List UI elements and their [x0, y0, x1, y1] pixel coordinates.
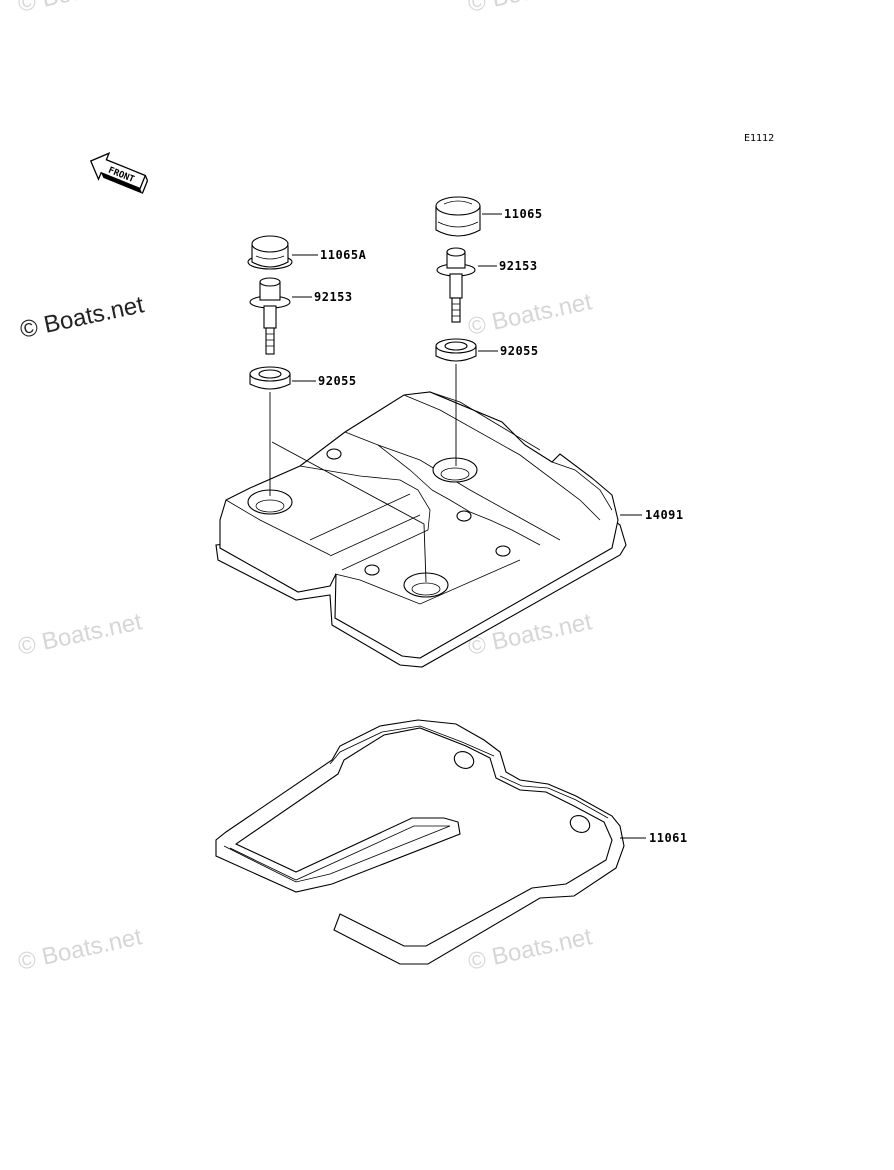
- diagram-code: E1112: [744, 133, 774, 144]
- watermark: © Boats.net: [16, 608, 145, 661]
- part-number-cap-right: 11065: [504, 207, 543, 221]
- part-number-washer-left: 92055: [318, 374, 357, 388]
- cylinder-head-cover-icon: [215, 391, 627, 668]
- cap-right-icon: [435, 196, 481, 237]
- watermark: © Boats.net: [466, 0, 595, 18]
- part-number-bolt-right: 92153: [499, 259, 538, 273]
- watermark: © Boats.net: [16, 0, 145, 18]
- washer-right-icon: [435, 338, 477, 362]
- cap-left-icon: [247, 235, 293, 270]
- part-number-bolt-left: 92153: [314, 290, 353, 304]
- front-arrow-icon: FRONT: [89, 152, 149, 194]
- watermark: © Boats.net: [466, 288, 595, 341]
- bolt-left-icon: [249, 277, 291, 355]
- bolt-right-icon: [436, 247, 476, 323]
- gasket-icon: [215, 719, 625, 965]
- part-number-washer-right: 92055: [500, 344, 539, 358]
- washer-left-icon: [249, 366, 291, 390]
- watermark: © Boats.net: [16, 923, 145, 976]
- part-number-cylinder-head-cover: 14091: [645, 508, 684, 522]
- part-number-gasket: 11061: [649, 831, 688, 845]
- part-number-cap-left: 11065A: [320, 248, 367, 262]
- watermark-dark: © Boats.net: [18, 291, 147, 344]
- watermark: © Boats.net: [466, 923, 595, 976]
